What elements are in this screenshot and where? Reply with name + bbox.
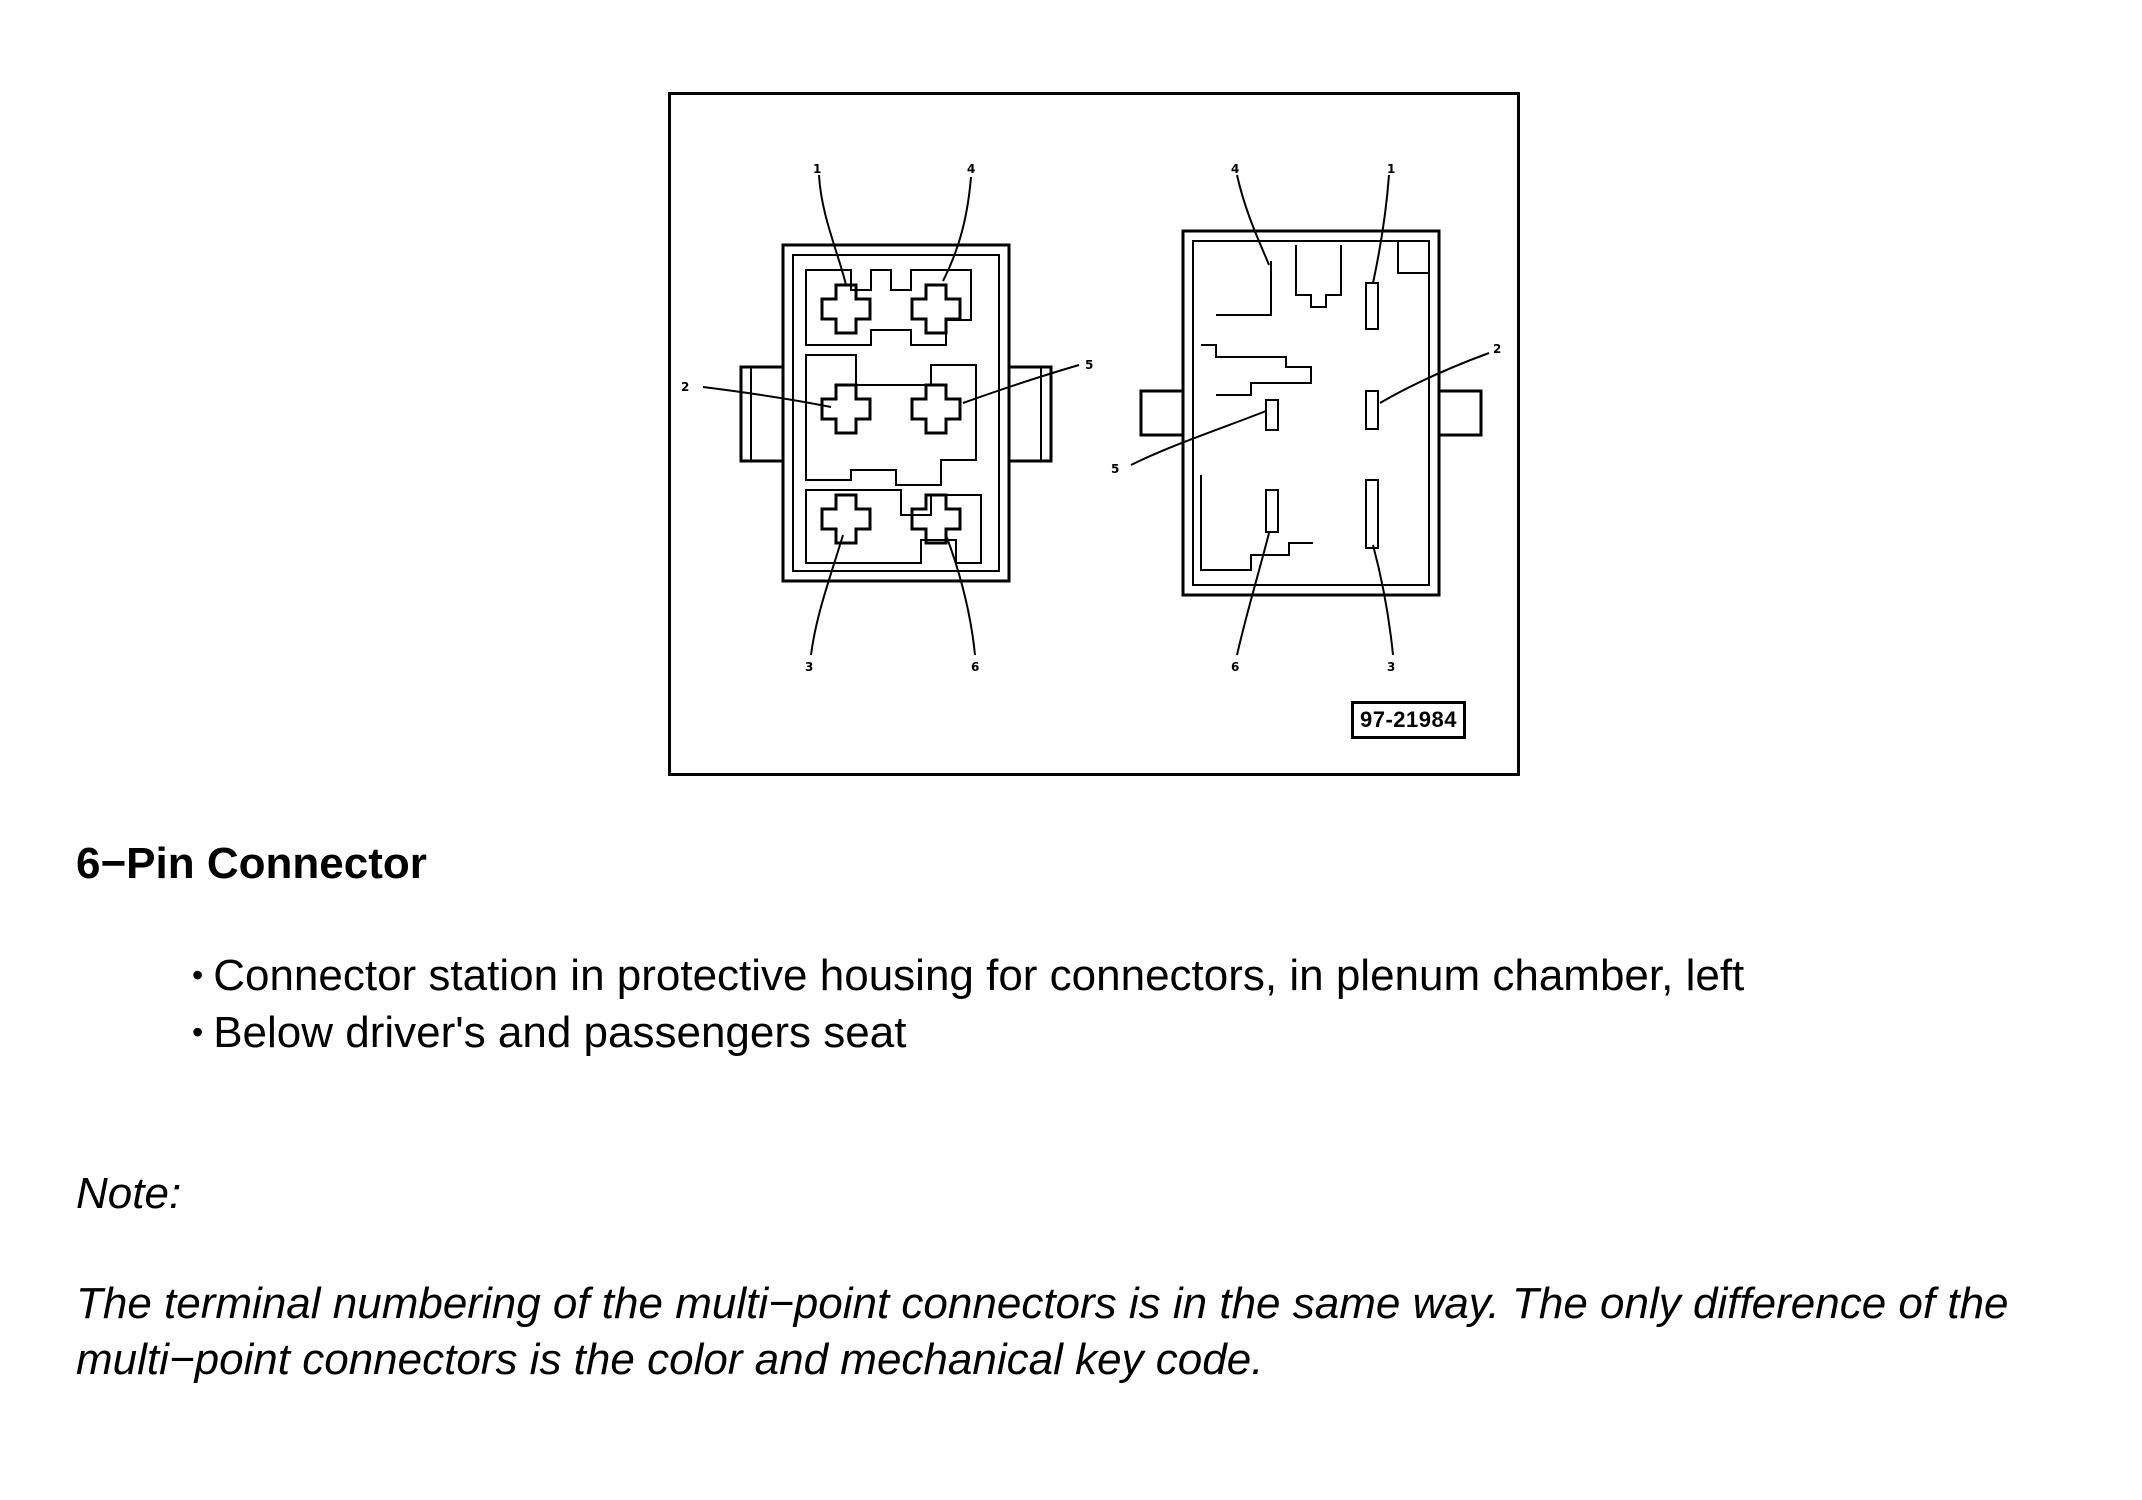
right-pin-label-5: 5 (1111, 462, 1119, 476)
note-text: The terminal numbering of the multi−poin… (76, 1279, 2009, 1384)
right-leader-lines (1130, 174, 1490, 656)
right-connector-housing (1139, 229, 1483, 597)
note-label: Note: (76, 1169, 182, 1218)
connector-figure: 1 4 2 5 3 6 4 1 2 5 6 3 97-21984 (668, 92, 1520, 776)
right-connector-internals (1200, 241, 1429, 571)
right-pin-label-2: 2 (1493, 342, 1501, 356)
left-pin-label-5: 5 (1085, 358, 1093, 372)
left-pin-label-3: 3 (805, 660, 813, 674)
right-pin-label-4: 4 (1231, 162, 1239, 176)
left-pin-label-4: 4 (967, 162, 975, 176)
figure-id-label: 97-21984 (1351, 701, 1466, 739)
left-pin-label-1: 1 (813, 162, 821, 176)
left-pin-label-2: 2 (681, 380, 689, 394)
list-item: Connector station in protective housing … (192, 947, 1744, 1004)
left-pin-1 (820, 283, 872, 335)
left-connector-cavities (805, 269, 982, 564)
left-connector-pins (820, 283, 962, 545)
left-pin-6 (910, 493, 962, 545)
location-list: Connector station in protective housing … (192, 947, 1744, 1061)
left-pin-3 (820, 493, 872, 545)
left-pin-4 (910, 283, 962, 335)
right-pin-label-3: 3 (1387, 660, 1395, 674)
left-pin-2 (820, 383, 872, 435)
left-leader-lines (702, 174, 1080, 656)
list-item: Below driver's and passengers seat (192, 1004, 1744, 1061)
right-pin-label-6: 6 (1231, 660, 1239, 674)
left-pin-5 (910, 383, 962, 435)
left-pin-label-6: 6 (971, 660, 979, 674)
section-heading: 6−Pin Connector (76, 839, 427, 888)
connector-diagram: 1 4 2 5 3 6 4 1 2 5 6 3 (681, 162, 1501, 674)
left-connector-housing (739, 243, 1053, 583)
right-pin-label-1: 1 (1387, 162, 1395, 176)
